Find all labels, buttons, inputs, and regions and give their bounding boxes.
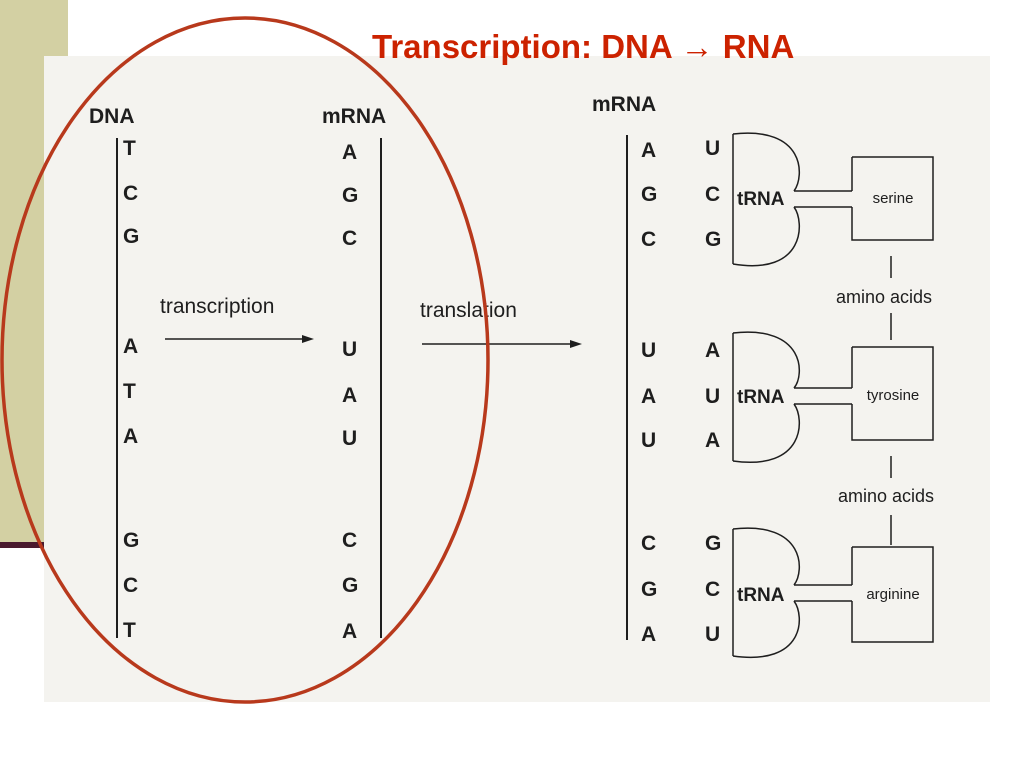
trna-label: tRNA bbox=[737, 189, 785, 210]
amino-acid-link-2: amino acids bbox=[838, 456, 934, 545]
codon-base: A bbox=[641, 139, 656, 162]
trna-tyrosine-unit: tRNA tyrosine bbox=[732, 331, 934, 464]
amino-acid-serine: serine bbox=[873, 190, 914, 207]
codon-base: G bbox=[641, 578, 657, 601]
codon-base: A bbox=[641, 385, 656, 408]
transcription-label: transcription bbox=[160, 295, 274, 318]
figure-background bbox=[44, 56, 990, 702]
transcription-arrow bbox=[165, 335, 314, 343]
trna-serine-unit: tRNA serine bbox=[732, 132, 934, 267]
dna-base: C bbox=[123, 574, 138, 597]
translation-label: translation bbox=[420, 299, 517, 322]
trna-shape bbox=[732, 527, 800, 659]
mrna-base: C bbox=[342, 529, 357, 552]
mrna-header-right: mRNA bbox=[592, 93, 656, 116]
amino-acids-label: amino acids bbox=[838, 486, 934, 506]
anticodon-base: C bbox=[705, 578, 720, 601]
anticodon-base: G bbox=[705, 228, 721, 251]
dna-base: T bbox=[123, 137, 136, 160]
anticodon-base: G bbox=[705, 532, 721, 555]
mrna-header-left: mRNA bbox=[322, 105, 386, 128]
mrna-base: U bbox=[342, 338, 357, 361]
slide-side-rule bbox=[0, 542, 46, 548]
anticodon-base: A bbox=[705, 429, 720, 452]
dna-base: G bbox=[123, 529, 139, 552]
dna-base: G bbox=[123, 225, 139, 248]
amino-acid-tyrosine: tyrosine bbox=[867, 387, 920, 404]
codon-base: U bbox=[641, 339, 656, 362]
codon-base: A bbox=[641, 623, 656, 646]
dna-bases: T C G A T A G C T bbox=[123, 137, 139, 642]
amino-acid-link-1: amino acids bbox=[836, 256, 932, 340]
trna-label: tRNA bbox=[737, 585, 785, 606]
amino-acid-box bbox=[851, 156, 934, 241]
anticodon-base: C bbox=[705, 183, 720, 206]
amino-acid-box bbox=[851, 546, 934, 643]
highlight-ellipse bbox=[0, 16, 490, 704]
mrna-base: A bbox=[342, 141, 357, 164]
anticodon-bases: U C G A U A G C U bbox=[705, 137, 721, 646]
dna-header: DNA bbox=[89, 105, 135, 128]
mrna-base: G bbox=[342, 574, 358, 597]
trna-arginine-unit: tRNA arginine bbox=[732, 527, 934, 659]
mrna-bases-left: A G C U A U C G A bbox=[342, 141, 358, 643]
trna-shape bbox=[732, 331, 800, 464]
dna-base: T bbox=[123, 380, 136, 403]
codon-bases: A G C U A U C G A bbox=[641, 139, 657, 646]
codon-base: C bbox=[641, 228, 656, 251]
anticodon-base: U bbox=[705, 137, 720, 160]
amino-acid-arginine: arginine bbox=[866, 586, 919, 603]
trna-label: tRNA bbox=[737, 387, 785, 408]
dna-base: T bbox=[123, 619, 136, 642]
amino-acids-label: amino acids bbox=[836, 287, 932, 307]
translation-arrow bbox=[422, 340, 582, 348]
mrna-base: C bbox=[342, 227, 357, 250]
mrna-base: A bbox=[342, 620, 357, 643]
anticodon-base: A bbox=[705, 339, 720, 362]
dna-base: A bbox=[123, 425, 138, 448]
mrna-base: G bbox=[342, 184, 358, 207]
amino-acid-box bbox=[851, 346, 934, 441]
anticodon-base: U bbox=[705, 385, 720, 408]
codon-base: U bbox=[641, 429, 656, 452]
mrna-base: U bbox=[342, 427, 357, 450]
mrna-base: A bbox=[342, 384, 357, 407]
codon-base: G bbox=[641, 183, 657, 206]
anticodon-base: U bbox=[705, 623, 720, 646]
trna-shape bbox=[732, 132, 801, 267]
dna-base: A bbox=[123, 335, 138, 358]
dna-base: C bbox=[123, 182, 138, 205]
slide-title: Transcription: DNA → RNA bbox=[372, 28, 795, 65]
codon-base: C bbox=[641, 532, 656, 555]
